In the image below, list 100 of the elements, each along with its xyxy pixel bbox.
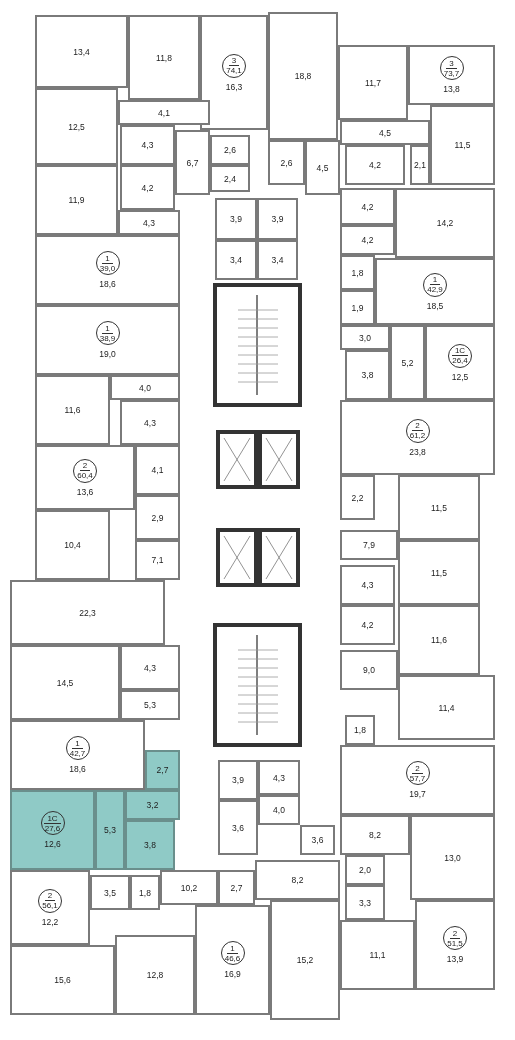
area-label: 4,2 [141, 182, 154, 193]
area-label: 4,2 [361, 235, 374, 245]
area-label: 4,1 [151, 465, 164, 475]
room [270, 900, 340, 1020]
room [258, 760, 300, 795]
room [340, 745, 495, 815]
area-label: 2,9 [151, 512, 164, 523]
room [338, 45, 408, 120]
area-label: 5,3 [144, 700, 156, 710]
room [345, 350, 390, 400]
room [398, 540, 480, 605]
area-label: 5,2 [401, 357, 414, 368]
area-label: 8,2 [291, 875, 304, 885]
room [10, 945, 115, 1015]
area-label: 2,1 [414, 160, 426, 170]
room [218, 870, 255, 905]
room [340, 565, 395, 605]
area-label: 12,8 [146, 970, 164, 980]
room [35, 510, 110, 580]
area-label: 4,3 [273, 772, 285, 783]
room [398, 475, 480, 540]
area-label: 2,7 [230, 882, 243, 893]
area-label: 3,4 [230, 255, 242, 265]
room [340, 400, 495, 475]
area-label: 4,3 [144, 662, 156, 673]
area-label: 4,5 [316, 162, 329, 173]
area-label: 11,8 [156, 52, 172, 63]
room [268, 12, 338, 140]
area-label: 10,2 [180, 882, 198, 893]
area-label: 2,2 [351, 492, 364, 503]
room [10, 580, 165, 645]
area-label: 14,2 [436, 218, 454, 228]
area-label: 3,4 [271, 255, 284, 265]
area-label: 4,0 [139, 382, 151, 393]
room [130, 875, 160, 910]
room [340, 605, 395, 645]
room [10, 790, 95, 870]
area-label: 3,3 [359, 897, 371, 908]
area-label: 11,5 [431, 502, 447, 513]
area-label: 15,2 [296, 955, 314, 965]
room [340, 650, 398, 690]
room [390, 325, 425, 400]
room [430, 105, 495, 185]
area-label: 11,6 [431, 635, 447, 645]
room [340, 325, 390, 350]
room [35, 305, 180, 375]
room [95, 790, 125, 870]
room [415, 900, 495, 990]
room [410, 815, 495, 900]
room [115, 935, 195, 1015]
area-label: 4,3 [141, 140, 154, 150]
area-label: 1,8 [351, 267, 364, 278]
room [125, 790, 180, 820]
area-label: 3,9 [232, 775, 244, 785]
area-label: 13,4 [73, 46, 90, 57]
room [35, 165, 118, 235]
area-label: 4,0 [273, 805, 285, 815]
room [120, 645, 180, 690]
area-label: 11,6 [64, 405, 81, 415]
room [398, 675, 495, 740]
area-label: 13,8 [443, 84, 460, 94]
room [375, 258, 495, 325]
room [345, 715, 375, 745]
area-label: 1,8 [354, 725, 366, 735]
room [110, 375, 180, 400]
room [35, 375, 110, 445]
room [218, 760, 258, 800]
room [120, 400, 180, 445]
room [340, 530, 398, 560]
room [35, 445, 135, 510]
area-label: 16,9 [224, 969, 241, 979]
area-label: 15,6 [54, 975, 71, 985]
room [215, 198, 257, 240]
room [125, 820, 175, 870]
area-label: 11,4 [438, 702, 455, 713]
room [135, 495, 180, 540]
area-label: 14,5 [56, 677, 74, 688]
room [35, 235, 180, 305]
room [425, 325, 495, 400]
area-label: 7,1 [151, 555, 164, 565]
room [345, 855, 385, 885]
room [410, 145, 430, 185]
room [408, 45, 495, 105]
room [340, 815, 410, 855]
area-label: 8,2 [369, 830, 381, 840]
room [200, 15, 268, 130]
room [35, 15, 128, 88]
area-label: 5,3 [104, 825, 116, 835]
area-label: 11,5 [454, 140, 471, 150]
room [135, 445, 180, 495]
room [300, 825, 335, 855]
area-label: 13,6 [76, 486, 94, 497]
room [340, 920, 415, 990]
room [10, 645, 120, 720]
area-label: 2,4 [224, 173, 236, 184]
room [120, 125, 175, 165]
area-label: 6,7 [186, 157, 199, 168]
room [215, 240, 257, 280]
area-label: 3,9 [271, 214, 284, 224]
area-label: 19,0 [99, 349, 116, 359]
